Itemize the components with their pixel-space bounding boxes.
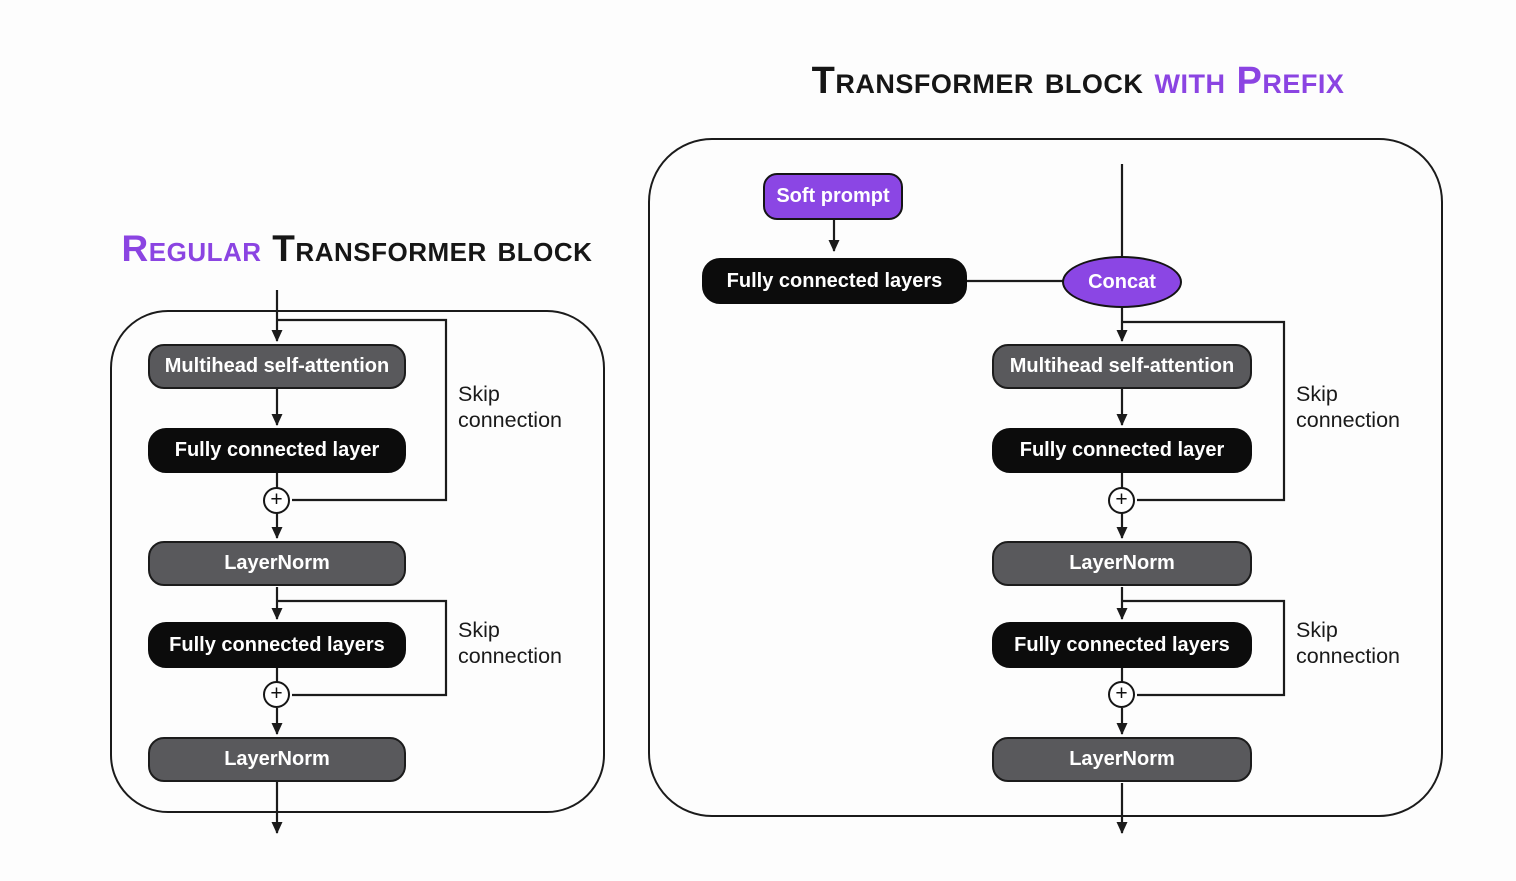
right-add-node-2: + bbox=[1108, 681, 1135, 708]
left-add-node-2: + bbox=[263, 681, 290, 708]
skip-label-line: connection bbox=[1296, 644, 1400, 668]
right-layernorm-2-box: LayerNorm bbox=[992, 737, 1252, 782]
right-soft-prompt-box: Soft prompt bbox=[763, 173, 903, 220]
left-fully-connected-layers-box: Fully connected layers bbox=[148, 622, 406, 668]
left-title-rest: Transformer block bbox=[261, 228, 593, 269]
right-skip-connection-1-label: Skip connection bbox=[1296, 381, 1400, 433]
right-concat-node: Concat bbox=[1062, 256, 1182, 308]
left-transformer-block-outline bbox=[110, 310, 605, 813]
left-diagram-title: Regular Transformer block bbox=[97, 228, 617, 270]
left-title-accent: Regular bbox=[121, 228, 262, 269]
right-fully-connected-layer-box: Fully connected layer bbox=[992, 428, 1252, 473]
plus-icon: + bbox=[270, 488, 283, 511]
right-skip-connection-2-label: Skip connection bbox=[1296, 617, 1400, 669]
right-title-rest: Transformer block bbox=[811, 60, 1144, 102]
left-skip-connection-2-line bbox=[277, 599, 448, 697]
plus-icon: + bbox=[1115, 682, 1128, 705]
left-skip-connection-2-label: Skip connection bbox=[458, 617, 562, 669]
skip-label-line: connection bbox=[1296, 408, 1400, 432]
skip-label-line: connection bbox=[458, 644, 562, 668]
right-skip-connection-2-line bbox=[1122, 599, 1286, 697]
right-fully-connected-layers-box: Fully connected layers bbox=[992, 622, 1252, 668]
left-multihead-self-attention-box: Multihead self-attention bbox=[148, 344, 406, 389]
skip-label-line: Skip bbox=[1296, 382, 1338, 406]
skip-label-line: Skip bbox=[458, 382, 500, 406]
left-layernorm-2-box: LayerNorm bbox=[148, 737, 406, 782]
right-multihead-self-attention-box: Multihead self-attention bbox=[992, 344, 1252, 389]
skip-label-line: Skip bbox=[458, 618, 500, 642]
skip-label-line: Skip bbox=[1296, 618, 1338, 642]
right-add-node-1: + bbox=[1108, 487, 1135, 514]
left-add-node-1: + bbox=[263, 487, 290, 514]
plus-icon: + bbox=[270, 682, 283, 705]
right-skip-connection-1-line bbox=[1122, 320, 1286, 502]
right-title-accent: with Prefix bbox=[1143, 60, 1345, 102]
right-diagram-title: Transformer block with Prefix bbox=[718, 60, 1438, 103]
left-layernorm-1-box: LayerNorm bbox=[148, 541, 406, 586]
skip-label-line: connection bbox=[458, 408, 562, 432]
left-fully-connected-layer-box: Fully connected layer bbox=[148, 428, 406, 473]
left-skip-connection-1-label: Skip connection bbox=[458, 381, 562, 433]
right-prefix-fully-connected-layers-box: Fully connected layers bbox=[702, 258, 967, 304]
right-transformer-block-outline bbox=[648, 138, 1443, 817]
right-layernorm-1-box: LayerNorm bbox=[992, 541, 1252, 586]
left-skip-connection-1-line bbox=[277, 318, 448, 502]
plus-icon: + bbox=[1115, 488, 1128, 511]
